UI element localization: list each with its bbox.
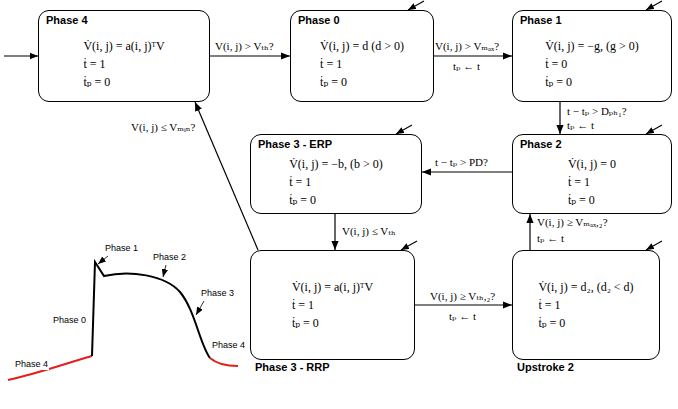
- phase-label: Phase 4: [14, 359, 49, 370]
- resting-curve: [8, 356, 92, 380]
- phase-label: Phase 2: [152, 252, 187, 263]
- state-equation: V̇(i, j) = d₂, (d₂ < d): [538, 278, 633, 296]
- state-equation: V̇(i, j) = a(i, j)ᵀV: [83, 37, 164, 55]
- phase-label: Phase 4: [211, 340, 246, 351]
- guard-label: V(i, j) > Vₜₕ?: [214, 40, 275, 53]
- state-equation: ṫ = 1: [320, 55, 404, 73]
- entry-arrow: [4, 55, 38, 56]
- guard-label: V(i, j) ≥ Vₜₕ,₂?: [429, 290, 496, 303]
- state-box: Upstroke 2V̇(i, j) = d₂, (d₂ < d)ṫ = 1ṫₚ…: [512, 250, 660, 360]
- guard-label: t − tₚ > Dₚₕ₁?: [566, 105, 628, 118]
- reset-label: tₚ ← t: [448, 310, 477, 323]
- initial-arrow: [646, 241, 662, 250]
- state-equation: ṫₚ = 0: [545, 73, 639, 91]
- phase-label: Phase 3: [200, 288, 235, 299]
- equation-block: V̇(i, j) = 0ṫ = 1ṫₚ = 0: [568, 155, 616, 209]
- equation-block: V̇(i, j) = a(i, j)ᵀVṫ = 1ṫₚ = 0: [83, 37, 164, 91]
- state-name: Phase 1: [513, 11, 671, 27]
- initial-arrow: [646, 125, 662, 134]
- state-equation: ṫₚ = 0: [320, 73, 404, 91]
- state-equation: V̇(i, j) = d (d > 0): [320, 37, 404, 55]
- transition-arrow: [415, 304, 512, 305]
- initial-arrow: [646, 1, 662, 10]
- state-name: Phase 4: [39, 11, 209, 27]
- state-name: Phase 3 - ERP: [251, 135, 421, 151]
- equation-area: V̇(i, j) = 0ṫ = 1ṫₚ = 0: [513, 151, 671, 213]
- state-name: Upstroke 2: [517, 359, 574, 374]
- pointer-arrow: [163, 265, 166, 277]
- state-equation: ṫ = 1: [292, 296, 373, 314]
- state-equation: V̇(i, j) = 0: [568, 155, 616, 173]
- pointer-arrow: [98, 256, 108, 264]
- equation-block: V̇(i, j) = −b, (b > 0)ṫ = 1ṫₚ = 0: [289, 155, 383, 209]
- state-equation: ṫₚ = 0: [292, 314, 373, 332]
- transition-arrow: [422, 171, 512, 172]
- state-name: Phase 2: [513, 135, 671, 151]
- state-box: Phase 0 V̇(i, j) = d (d > 0)ṫ = 1ṫₚ = 0: [290, 10, 434, 102]
- guard-label: V(i, j) ≥ Vₘₐₓ,₂?: [536, 216, 609, 229]
- reset-label: tₚ ← t: [536, 232, 565, 245]
- pointer-arrow: [196, 301, 204, 315]
- resting-curve: [210, 358, 238, 366]
- phase-label: Phase 0: [52, 315, 87, 326]
- equation-area: V̇(i, j) = d (d > 0)ṫ = 1ṫₚ = 0: [291, 27, 433, 101]
- transition-arrow: [210, 55, 290, 56]
- state-equation: ṫ = 0: [545, 55, 639, 73]
- state-name: Phase 0: [291, 11, 433, 27]
- equation-block: V̇(i, j) = a(i, j)ᵀVṫ = 1ṫₚ = 0: [292, 278, 373, 332]
- state-equation: ṫₚ = 0: [568, 191, 616, 209]
- guard-label: V(i, j) ≤ Vₘᵢₙ?: [130, 121, 196, 134]
- state-equation: ṫ = 1: [538, 296, 633, 314]
- equation-area: V̇(i, j) = a(i, j)ᵀVṫ = 1ṫₚ = 0: [251, 251, 414, 359]
- equation-area: V̇(i, j) = −b, (b > 0)ṫ = 1ṫₚ = 0: [251, 151, 421, 213]
- guard-label: V(i, j) ≤ Vₜₕ: [341, 225, 397, 238]
- transition-arrow: [559, 102, 560, 134]
- state-equation: ṫₚ = 0: [83, 73, 164, 91]
- guard-label: V(i, j) > Vₘₐₓ?: [434, 40, 500, 53]
- state-box: Phase 2 V̇(i, j) = 0ṫ = 1ṫₚ = 0: [512, 134, 672, 214]
- reset-label: tₚ ← t: [452, 60, 481, 73]
- state-equation: ṫ = 1: [289, 173, 383, 191]
- equation-area: V̇(i, j) = −g, (g > 0)ṫ = 0ṫₚ = 0: [513, 27, 671, 101]
- state-equation: V̇(i, j) = −g, (g > 0): [545, 37, 639, 55]
- guard-label: t − tₚ > PD?: [434, 156, 489, 169]
- action-potential-curve: [92, 262, 210, 358]
- state-equation: ṫₚ = 0: [289, 191, 383, 209]
- state-equation: V̇(i, j) = −b, (b > 0): [289, 155, 383, 173]
- state-box: Phase 3 - ERP V̇(i, j) = −b, (b > 0)ṫ = 1…: [250, 134, 422, 214]
- state-equation: ṫₚ = 0: [538, 314, 633, 332]
- transition-arrow: [529, 214, 530, 250]
- state-equation: ṫ = 1: [568, 173, 616, 191]
- state-equation: ṫ = 1: [83, 55, 164, 73]
- phase-label: Phase 1: [104, 243, 139, 254]
- transition-arrow: [334, 214, 335, 250]
- state-box: Phase 4 V̇(i, j) = a(i, j)ᵀVṫ = 1ṫₚ = 0: [38, 10, 210, 102]
- equation-block: V̇(i, j) = −g, (g > 0)ṫ = 0ṫₚ = 0: [545, 37, 639, 91]
- equation-area: V̇(i, j) = a(i, j)ᵀVṫ = 1ṫₚ = 0: [39, 27, 209, 101]
- initial-arrow: [396, 125, 412, 134]
- state-name: Phase 3 - RRP: [255, 359, 330, 374]
- equation-block: V̇(i, j) = d₂, (d₂ < d)ṫ = 1ṫₚ = 0: [538, 278, 633, 332]
- state-equation: V̇(i, j) = a(i, j)ᵀV: [292, 278, 373, 296]
- state-box: Phase 3 - RRPV̇(i, j) = a(i, j)ᵀVṫ = 1ṫₚ…: [250, 250, 415, 360]
- reset-label: tₚ ← t: [566, 119, 595, 132]
- initial-arrow: [408, 1, 424, 10]
- transition-arrow: [195, 102, 258, 250]
- initial-arrow: [401, 241, 417, 250]
- equation-area: V̇(i, j) = d₂, (d₂ < d)ṫ = 1ṫₚ = 0: [513, 251, 659, 359]
- transition-arrow: [434, 55, 512, 56]
- equation-block: V̇(i, j) = d (d > 0)ṫ = 1ṫₚ = 0: [320, 37, 404, 91]
- state-box: Phase 1 V̇(i, j) = −g, (g > 0)ṫ = 0ṫₚ = 0: [512, 10, 672, 102]
